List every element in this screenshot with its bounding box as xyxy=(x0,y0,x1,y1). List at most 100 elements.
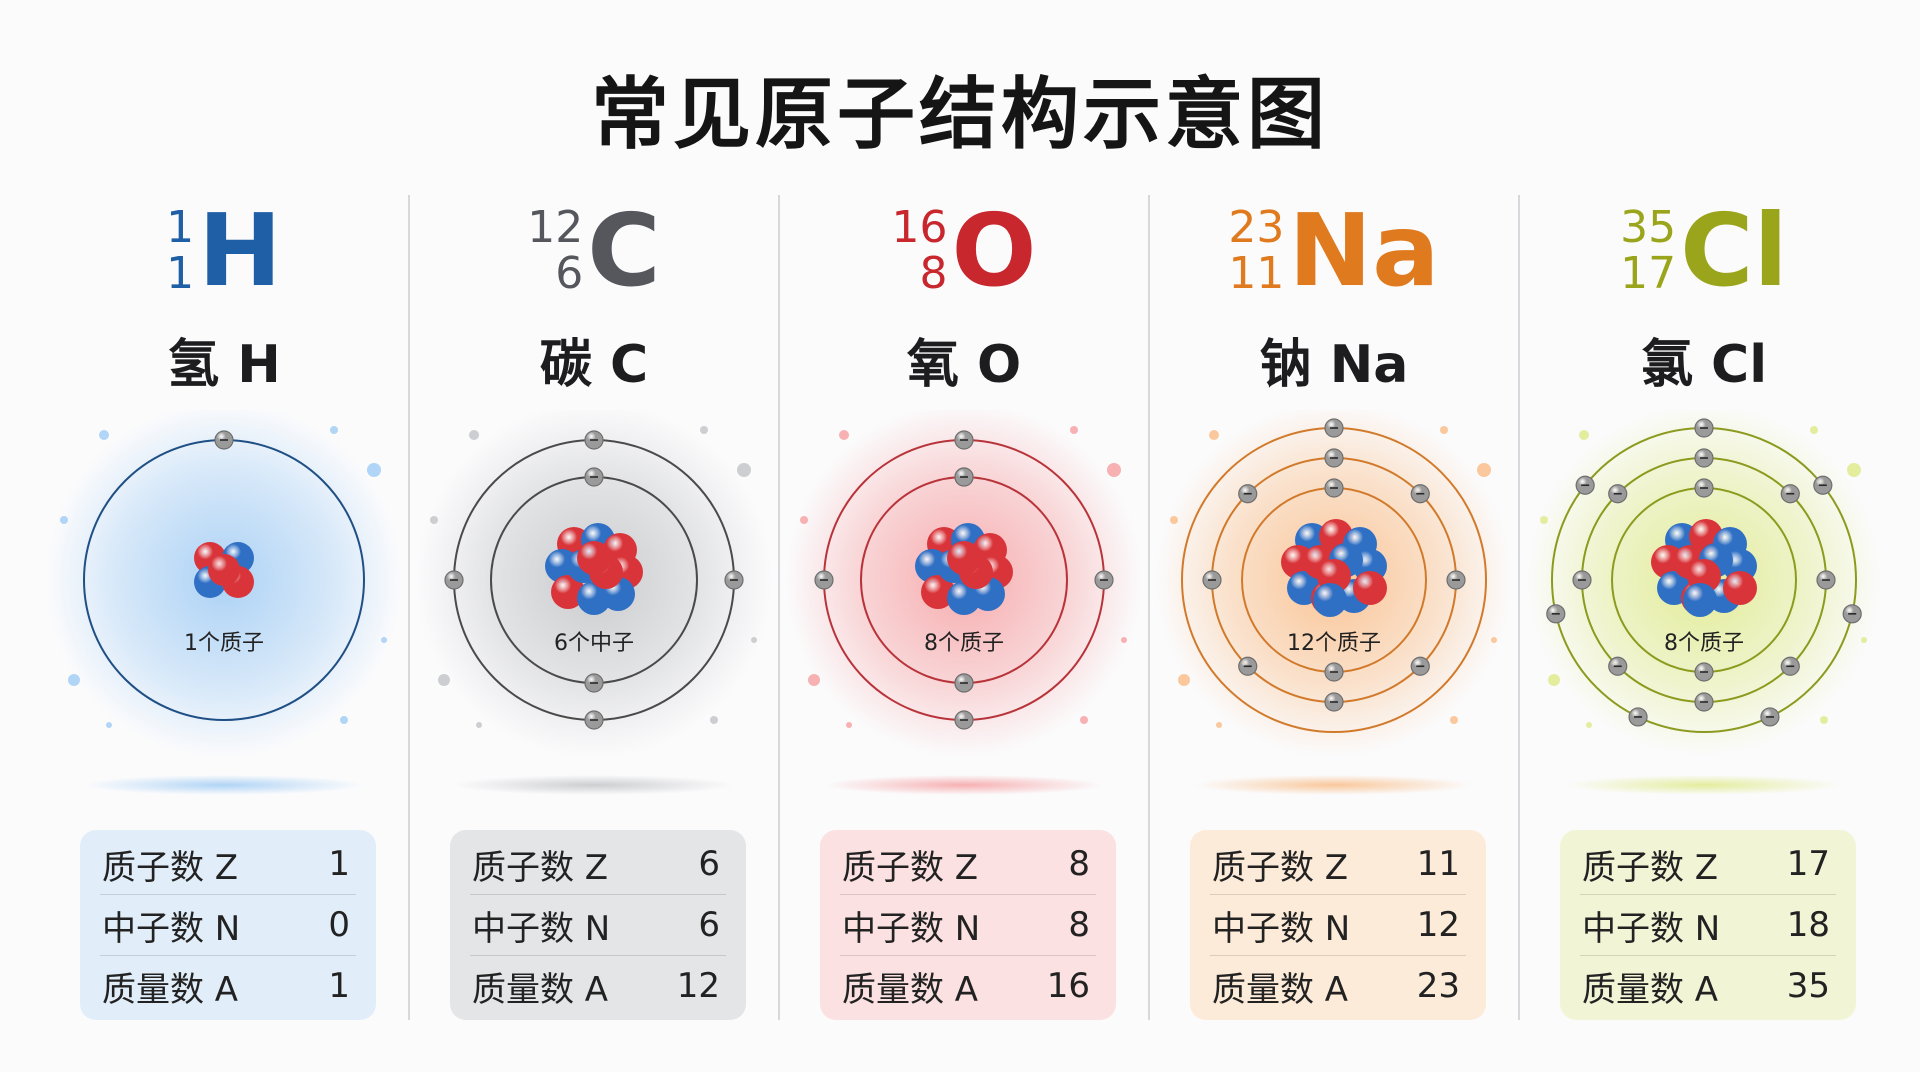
nucleus xyxy=(545,523,643,615)
nucleus xyxy=(1281,519,1387,617)
particle-dot xyxy=(438,674,450,686)
nucleus-label: 6个中子 xyxy=(554,631,634,656)
particle-dot xyxy=(1861,637,1867,643)
electron xyxy=(214,430,234,450)
neutron-count-label: 中子数 N xyxy=(102,908,241,949)
particle-dot xyxy=(700,426,708,434)
nucleus-label: 8个质子 xyxy=(1664,631,1744,656)
nuclide-symbol: 35 17 Cl xyxy=(1520,196,1888,306)
proton-count-label: 质子数 Z xyxy=(842,847,979,888)
electron xyxy=(1410,656,1430,676)
electron xyxy=(1238,484,1258,504)
particle-dot xyxy=(1170,516,1178,524)
proton-count-label: 质子数 Z xyxy=(1212,847,1349,888)
particle-dot xyxy=(60,516,68,524)
neutron-count-label: 中子数 N xyxy=(842,908,981,949)
mass-number-value: 12 xyxy=(676,966,720,1006)
neutron-count-row: 中子数 N 8 xyxy=(840,895,1096,956)
particle-dot xyxy=(1847,463,1861,477)
particle-dot xyxy=(1579,430,1589,440)
element-name: 钠 Na xyxy=(1259,335,1409,395)
mass-number-label: 质量数 A xyxy=(842,969,979,1010)
atom-diagram: 6个中子 xyxy=(416,410,772,795)
electron xyxy=(1608,656,1628,676)
mass-number-label: 质量数 A xyxy=(472,969,609,1010)
particle-dot xyxy=(1450,716,1458,724)
nucleus-label: 12个质子 xyxy=(1287,631,1381,656)
electron xyxy=(1694,418,1714,438)
atom-shadow xyxy=(1194,775,1474,795)
electron xyxy=(1324,478,1344,498)
neutron-count-row: 中子数 N 0 xyxy=(100,895,356,956)
neutron-count-value: 0 xyxy=(328,905,350,945)
info-table: 质子数 Z 8 中子数 N 8 质量数 A 16 xyxy=(820,830,1116,1020)
mass-number-row: 质量数 A 12 xyxy=(470,956,726,1016)
electron xyxy=(1694,692,1714,712)
element-symbol: Na xyxy=(1288,192,1440,309)
particle-dot xyxy=(1070,426,1078,434)
neutron-count-value: 18 xyxy=(1786,905,1830,945)
electron xyxy=(1324,662,1344,682)
element-symbol: H xyxy=(198,192,282,309)
particle-dot xyxy=(1491,637,1497,643)
electron xyxy=(1446,570,1466,590)
particle-dot xyxy=(476,722,482,728)
particle-dot xyxy=(1080,716,1088,724)
nucleus-label: 8个质子 xyxy=(924,631,1004,656)
neutron xyxy=(1683,583,1717,617)
neutron-count-value: 12 xyxy=(1416,905,1460,945)
electron xyxy=(1546,604,1566,624)
atom-diagram: 12个质子 xyxy=(1156,410,1512,795)
electron xyxy=(1238,656,1258,676)
particle-dot xyxy=(1209,430,1219,440)
electron xyxy=(1324,692,1344,712)
electron xyxy=(584,467,604,487)
particle-dot xyxy=(1540,516,1548,524)
particle-dot xyxy=(1107,463,1121,477)
column-divider xyxy=(778,195,780,1020)
particle-dot xyxy=(800,516,808,524)
particle-dot xyxy=(808,674,820,686)
nuclide-symbol: 1 1 H xyxy=(40,196,408,306)
atom-shadow xyxy=(824,775,1104,795)
neutron-count-value: 8 xyxy=(1068,905,1090,945)
nucleus-label: 1个质子 xyxy=(184,631,264,656)
column-divider xyxy=(1518,195,1520,1020)
nuclide-symbol: 12 6 C xyxy=(410,196,778,306)
electron xyxy=(1572,570,1592,590)
proton xyxy=(577,541,611,575)
particle-dot xyxy=(737,463,751,477)
mass-number-label: 质量数 A xyxy=(102,969,239,1010)
electron xyxy=(724,570,744,590)
proton-count-value: 8 xyxy=(1068,844,1090,884)
particle-dot xyxy=(1440,426,1448,434)
proton-count-label: 质子数 Z xyxy=(472,847,609,888)
mass-number-value: 16 xyxy=(1046,966,1090,1006)
electron xyxy=(1324,418,1344,438)
mass-number-value: 1 xyxy=(328,966,350,1006)
particle-dot xyxy=(1820,716,1828,724)
page-title: 常见原子结构示意图 xyxy=(590,70,1329,160)
nucleus xyxy=(915,523,1013,615)
electron xyxy=(954,430,974,450)
particle-dot xyxy=(1477,463,1491,477)
mass-number-script: 23 xyxy=(1228,202,1285,253)
particle-dot xyxy=(99,430,109,440)
electron xyxy=(1813,475,1833,495)
particle-dot xyxy=(1178,674,1190,686)
electron xyxy=(584,430,604,450)
neutron-count-value: 6 xyxy=(698,905,720,945)
atom-shadow xyxy=(84,775,364,795)
electron xyxy=(1694,478,1714,498)
